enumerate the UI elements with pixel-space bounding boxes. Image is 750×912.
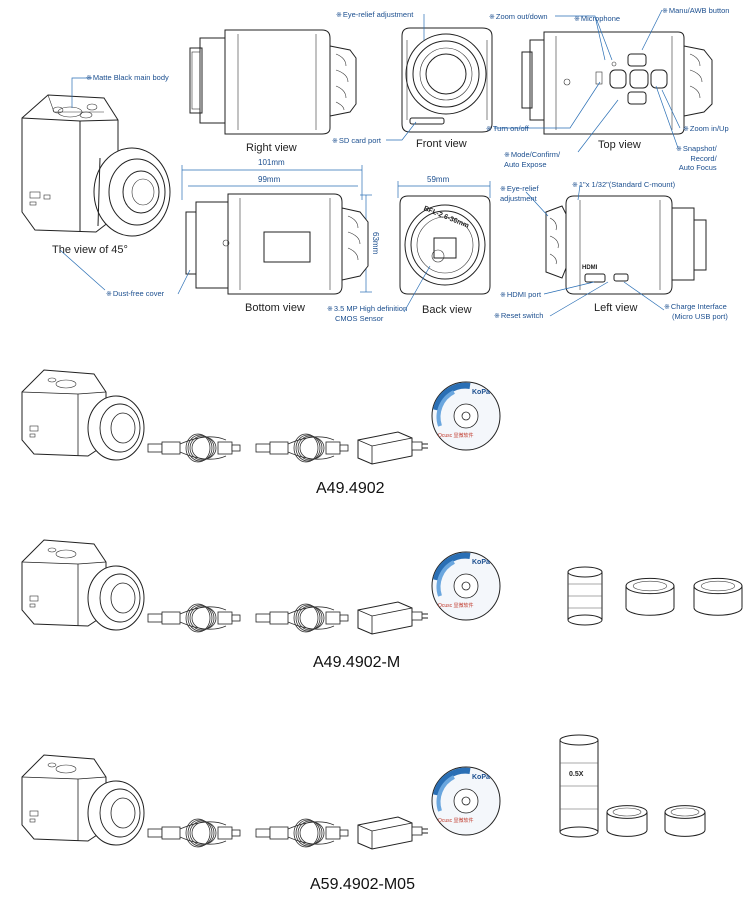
callout-sd-card: ※SD card port [332,136,381,145]
kit-ring-adapter-2 [664,805,706,837]
callout-mode: ※Mode/Confirm/Auto Expose [504,150,561,169]
svg-text:Ocusc 显微软件: Ocusc 显微软件 [438,602,474,609]
kit-model-3: A59.4902-M05 [310,876,415,893]
callout-cmount: ※1"x 1/32"(Standard C-mount) [572,180,676,189]
kit-eyepiece-adapter [559,734,599,838]
callout-eye-relief-top: ※Eye-relief adjustment [336,10,414,19]
callout-snapshot: ※Snapshot/Record/Auto Focus [676,144,717,172]
callout-charge: ※Charge Interface(Micro USB port) [664,302,728,321]
dimension-101: 101mm [258,158,285,167]
view-label-back: Back view [422,304,472,316]
svg-text:KoPa: KoPa [472,559,490,566]
kit-usb-cable [147,818,241,848]
view-label-right: Right view [246,142,297,154]
dimension-59: 59mm [427,175,450,184]
kit-eyepiece-adapter [567,566,603,626]
callout-zoom-out: ※Zoom out/down [489,12,548,21]
callout-zoom-in: ※Zoom in/Up [683,124,729,133]
kit-hdmi-cable [255,818,349,848]
kit-ring-adapter-2 [693,577,743,616]
kit-power-adapter [357,431,428,465]
callout-manu-awb: ※Manu/AWB button [662,6,730,15]
callout-dust-cover: ※Dust-free cover [106,289,165,298]
kit-usb-cable [147,433,241,463]
kit-power-adapter [357,601,428,635]
kit-usb-cable [147,603,241,633]
kit-ring-adapter-1 [606,805,648,837]
view-label-45: The view of 45° [52,244,128,256]
view-label-front: Front view [416,138,467,150]
callout-microphone: ※Microphone [574,14,621,23]
svg-text:Ocusc 显微软件: Ocusc 显微软件 [438,432,474,439]
kit-camera [21,539,145,631]
kit-power-adapter [357,816,428,850]
callout-reset: ※Reset switch [494,311,544,320]
callout-turn-on: ※Turn on/off [486,124,529,133]
dimension-99: 99mm [258,175,281,184]
svg-text:KoPa: KoPa [472,389,490,396]
kit-model-2: A49.4902-M [313,654,401,671]
kit-ring-adapter-1 [625,577,675,616]
view-label-bottom: Bottom view [245,302,305,314]
kit-camera [21,754,145,846]
reducer-marking: 0.5X [569,771,584,778]
kit-hdmi-cable [255,603,349,633]
callout-hdmi: ※HDMI port [500,290,542,299]
kit-camera [21,369,145,461]
view-label-left: Left view [594,302,638,314]
svg-text:KoPa: KoPa [472,774,490,781]
kit-model-1: A49.4902 [316,480,385,497]
view-label-top: Top view [598,139,641,151]
kit-hdmi-cable [255,433,349,463]
hdmi-marking: HDMI [582,265,598,271]
callout-matte-body: ※Matte Black main body [86,73,169,82]
svg-text:Ocusc 显微软件: Ocusc 显微软件 [438,817,474,824]
